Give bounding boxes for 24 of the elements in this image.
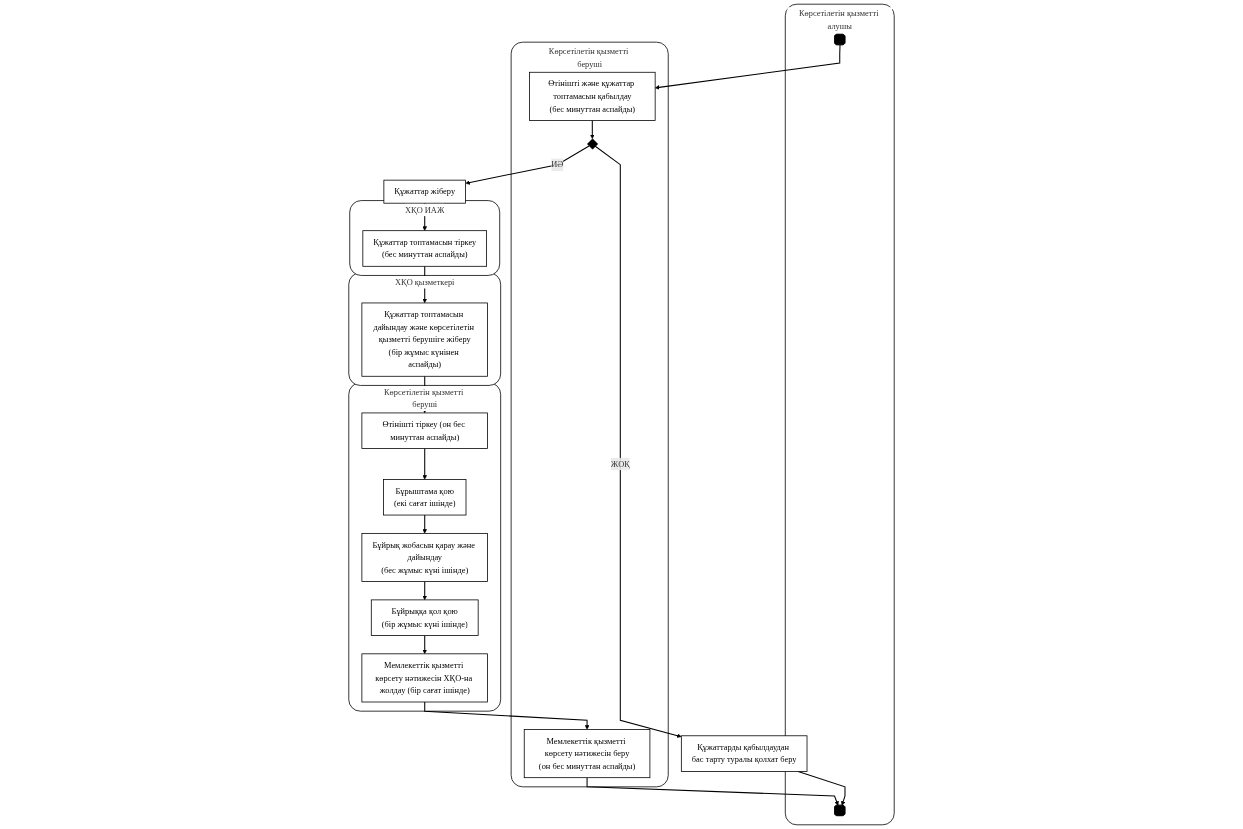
arrow <box>594 145 682 738</box>
node-box: Құжаттар жіберу <box>383 179 466 204</box>
node-box: Бұйрыққа қол қою (бір жұмыс күні ішінде) <box>370 599 479 636</box>
node-box: Бұйрық жобасын қарау және дайындау (бес жұмыс күні ішінде) <box>361 533 488 582</box>
edge-label: ИӘ <box>551 159 564 169</box>
arrow <box>590 119 595 139</box>
arrow <box>422 514 428 534</box>
node-box: Құжаттар топтамасын тіркеу (бес минуттан аспайды) <box>362 230 487 267</box>
edge-label: ЖОҚ <box>610 459 630 469</box>
node-box: Өтінішті тіркеу (он бес минуттан аспайды) <box>361 412 488 449</box>
node-box: Өтінішті және құжаттар топтамасын қабылдау (бес минуттан аспайды) <box>529 71 656 121</box>
node-box: Мемлекеттік қызметті көрсету нәтижесін ХҚО-на жолдау (бір сағат ішінде) <box>361 653 488 703</box>
arrow <box>586 777 839 806</box>
arrow <box>424 701 590 730</box>
arrow <box>654 44 841 90</box>
arrow <box>422 448 428 480</box>
node-diamond <box>587 138 599 150</box>
arrow <box>465 145 590 185</box>
arrow <box>422 634 428 655</box>
node-box: Бұрыштама қою (екі сағат ішінде) <box>383 479 467 516</box>
arrow <box>422 581 428 601</box>
node-box: Құжаттар топтамасын дайындау және көрсетілетін қызметті берушіге жіберу (бір жұмыс күнінен аспайды) <box>361 302 488 377</box>
node-box: Мемлекеттік қызметті көрсету нәтижесін беру (он бес минуттан аспайды) <box>523 729 651 779</box>
node-box: Құжаттарды қабылдаудан бас тарту туралы қолхат беру <box>680 735 808 772</box>
